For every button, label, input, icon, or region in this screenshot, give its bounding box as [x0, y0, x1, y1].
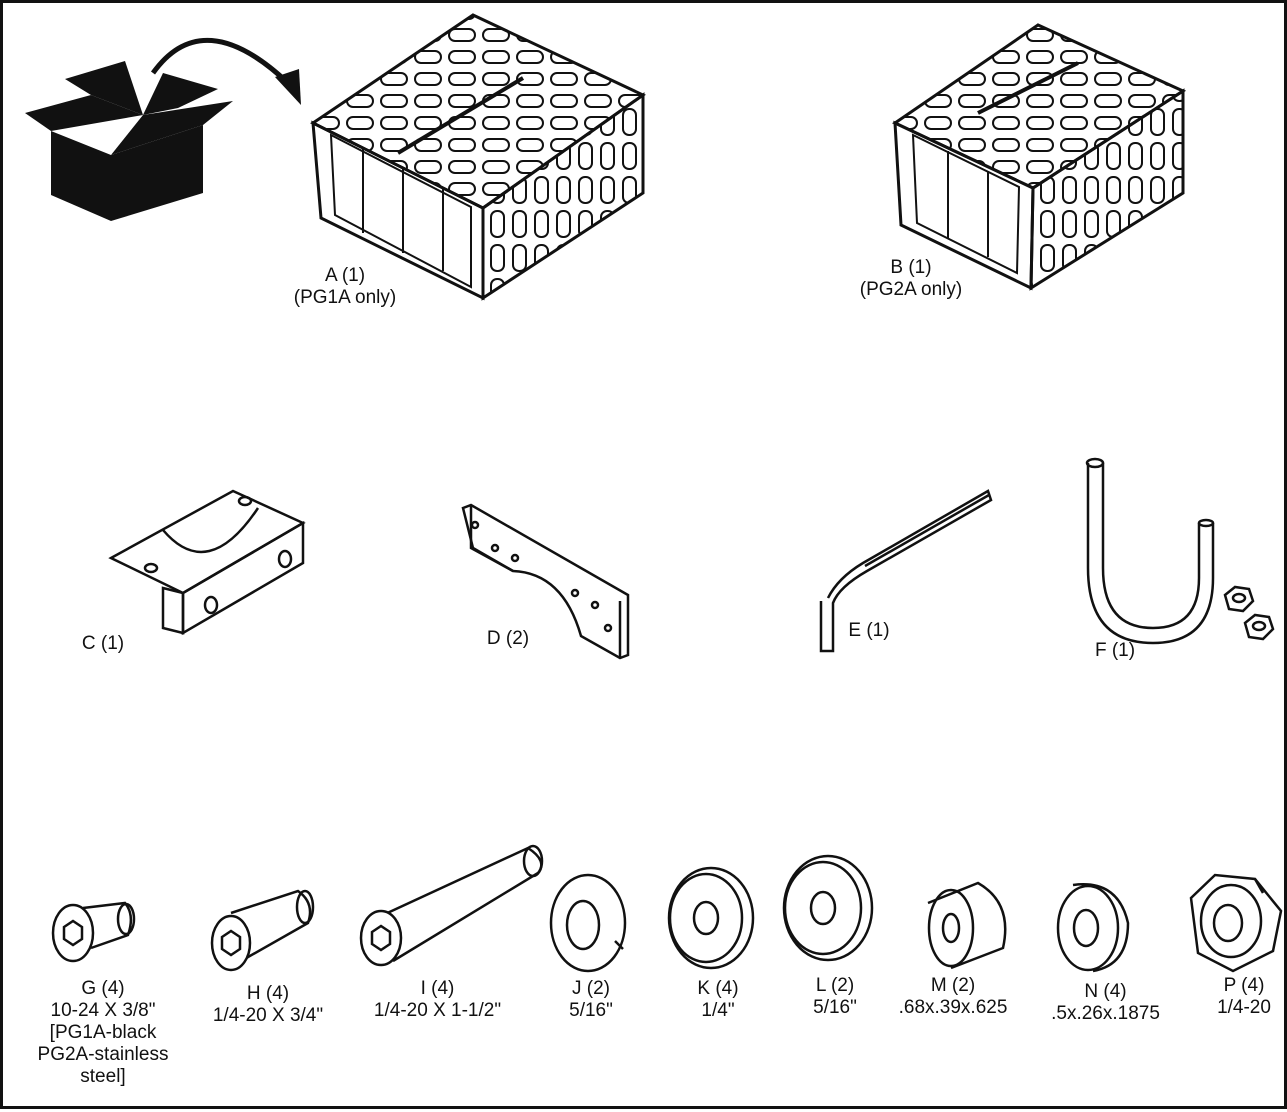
part-a-name: A (1) [324, 265, 366, 286]
part-c-name: C (1) [81, 633, 125, 654]
arrow-head-icon [275, 69, 301, 105]
part-m-label: M (2) .68x.39x.625 [888, 975, 1018, 1019]
part-i-label: I (4) 1/4-20 X 1-1/2" [355, 978, 520, 1022]
part-h-size: 1/4-20 X 3/4" [212, 1005, 324, 1026]
part-d-name: D (2) [486, 628, 530, 649]
screw-h-drawing [210, 889, 315, 972]
bracket-c-drawing [108, 489, 306, 636]
part-g-note-1: [PG1A-black [49, 1022, 157, 1043]
box-icon [25, 61, 233, 221]
part-g-size: 10-24 X 3/8" [50, 1000, 156, 1021]
cage-b-drawing [891, 23, 1187, 291]
part-p-name: P (4) [1223, 975, 1265, 996]
part-n-label: N (4) .5x.26x.1875 [1038, 981, 1173, 1025]
part-g-name: G (4) [81, 978, 125, 999]
part-b-name: B (1) [890, 257, 932, 278]
part-f-name: F (1) [1094, 640, 1136, 661]
cage-a-drawing [310, 13, 646, 301]
hex-key-e-drawing [819, 489, 993, 653]
plate-d-drawing [461, 503, 630, 660]
part-i-size: 1/4-20 X 1-1/2" [373, 1000, 502, 1021]
part-p-size: 1/4-20 [1217, 997, 1271, 1018]
arrow-icon [150, 38, 290, 85]
part-a-label: A (1) (PG1A only) [265, 265, 425, 309]
part-g-note-3: steel] [80, 1066, 126, 1087]
part-n-size: .5x.26x.1875 [1051, 1003, 1160, 1024]
hex-nut-p-drawing [1189, 873, 1283, 973]
part-c-label: C (1) [63, 633, 143, 655]
part-p-label: P (4) 1/4-20 [1199, 975, 1287, 1019]
spacer-m-drawing [927, 881, 1007, 970]
part-g-label: G (4) 10-24 X 3/8" [PG1A-black PG2A-stai… [21, 978, 185, 1088]
part-e-label: E (1) [829, 620, 909, 642]
part-n-name: N (4) [1084, 981, 1127, 1002]
part-i-name: I (4) [420, 978, 455, 999]
spacer-n-drawing [1056, 883, 1130, 973]
part-k-size: 1/4" [701, 1000, 735, 1021]
screw-i-drawing [359, 844, 544, 967]
washer-k-drawing [667, 866, 755, 970]
part-b-label: B (1) (PG2A only) [831, 257, 991, 301]
part-b-note: (PG2A only) [859, 279, 963, 300]
part-m-name: M (2) [930, 975, 976, 996]
screw-g-drawing [51, 901, 136, 963]
u-bolt-f-drawing [1085, 457, 1215, 645]
part-e-name: E (1) [848, 620, 890, 641]
part-h-name: H (4) [246, 983, 290, 1004]
part-l-label: L (2) 5/16" [795, 975, 875, 1019]
part-m-size: .68x.39x.625 [898, 997, 1008, 1018]
part-k-name: K (4) [697, 978, 739, 999]
part-l-name: L (2) [815, 975, 855, 996]
parts-illustration [25, 13, 1283, 973]
nut-f-drawing [1223, 585, 1275, 641]
part-j-size: 5/16" [569, 1000, 613, 1021]
washer-l-drawing [782, 854, 874, 962]
part-h-label: H (4) 1/4-20 X 3/4" [193, 983, 343, 1027]
part-j-name: J (2) [572, 978, 610, 999]
lock-washer-j-drawing [549, 873, 627, 973]
part-l-size: 5/16" [813, 997, 857, 1018]
part-k-label: K (4) 1/4" [678, 978, 758, 1022]
part-f-label: F (1) [1075, 640, 1155, 662]
part-g-note-2: PG2A-stainless [37, 1044, 169, 1065]
part-a-note: (PG1A only) [293, 287, 397, 308]
part-j-label: J (2) 5/16" [551, 978, 631, 1022]
part-d-label: D (2) [468, 628, 548, 650]
